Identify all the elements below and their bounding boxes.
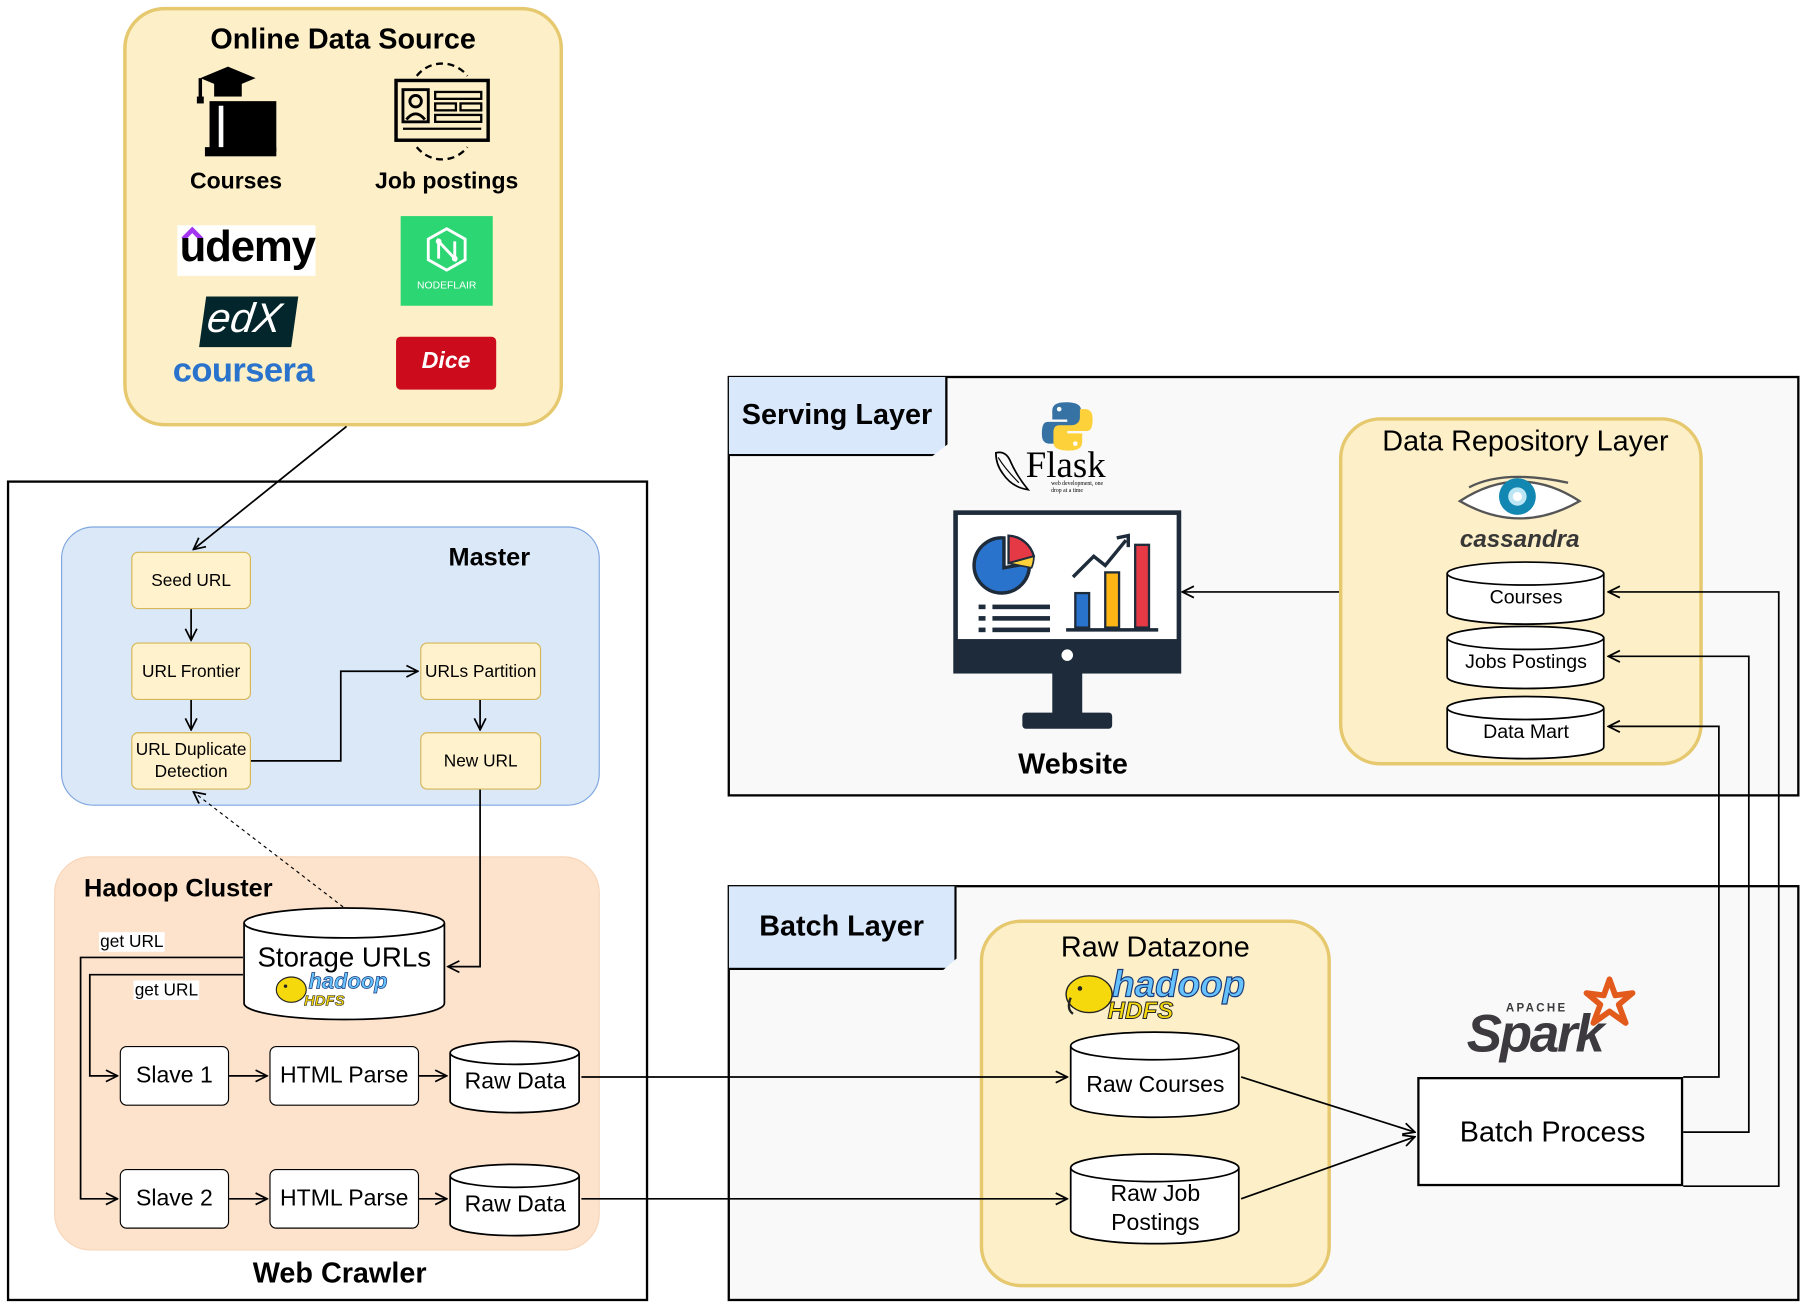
cassandra-wordmark: cassandra — [1459, 526, 1580, 553]
data-repository-title: Data Repository Layer — [1382, 425, 1669, 458]
edge-batch-to-courses — [1608, 592, 1780, 1188]
raw-data-2-label: Raw Data — [464, 1191, 566, 1218]
batch-layer-tab: Batch Layer — [728, 886, 957, 971]
url-frontier-node: URL Frontier — [131, 642, 251, 700]
job-postings-icon — [394, 62, 490, 161]
edge-rawcourses-to-batch — [1240, 1076, 1415, 1132]
edge-getfirst-to-slave1 — [88, 973, 243, 1076]
edge-batch-to-datamart — [1608, 726, 1720, 1078]
raw-data-1-label: Raw Data — [464, 1068, 566, 1095]
python-icon — [1041, 402, 1093, 451]
hadoop-hdfs-small-logo: hadoop HDFS — [274, 970, 401, 1011]
raw-data-2-cylinder — [449, 1163, 580, 1237]
website-dashboard-icon — [953, 510, 1182, 729]
website-label: Website — [1018, 748, 1128, 781]
edge-batch-to-jobs — [1608, 656, 1750, 1134]
raw-jobs-cylinder — [1069, 1153, 1240, 1245]
edge-getsecond-to-slave2 — [79, 956, 243, 1198]
hadoop-cluster-title: Hadoop Cluster — [84, 873, 273, 903]
raw-courses-cylinder — [1069, 1031, 1240, 1119]
edge-storage-to-duplicate — [193, 792, 344, 908]
edge-duplicate-to-partition — [250, 671, 418, 762]
slave-2-node: Slave 2 — [119, 1168, 230, 1229]
udemy-logo: udemy — [177, 223, 316, 276]
hadoop-hdfs-logo: hadoop HDFS — [1064, 963, 1260, 1030]
coursera-logo: coursera — [172, 351, 315, 390]
jobs-db-cylinder — [1446, 625, 1605, 690]
job-postings-label: Job postings — [375, 168, 519, 195]
seed-url-node: Seed URL — [131, 551, 251, 610]
get-url-label-1: get URL — [99, 932, 165, 952]
raw-courses-label: Raw Courses — [1086, 1072, 1225, 1098]
data-mart-db-label: Data Mart — [1483, 720, 1570, 743]
jobs-db-label: Jobs Postings — [1465, 650, 1587, 673]
html-parse-2-node: HTML Parse — [269, 1168, 420, 1229]
web-crawler-title: Web Crawler — [252, 1257, 427, 1290]
flask-horn-icon — [995, 451, 1031, 491]
raw-datazone-title: Raw Datazone — [1060, 931, 1250, 964]
courses-icon — [196, 66, 277, 157]
new-url-node: New URL — [420, 732, 542, 790]
courses-db-cylinder — [1446, 561, 1605, 625]
cassandra-eye-icon — [1457, 475, 1582, 520]
edge-source-to-seed — [193, 425, 348, 549]
spark-logo: APACHE Spark — [1464, 976, 1637, 1063]
master-title: Master — [448, 542, 531, 572]
storage-urls-label: Storage URLs — [257, 942, 432, 974]
html-parse-1-node: HTML Parse — [269, 1045, 420, 1106]
batch-process-node: Batch Process — [1417, 1076, 1684, 1187]
serving-layer-tab: Serving Layer — [728, 377, 948, 457]
courses-db-label: Courses — [1489, 586, 1563, 609]
data-mart-db-cylinder — [1446, 695, 1605, 760]
edge-rawjobs-to-batch — [1240, 1137, 1415, 1200]
url-duplicate-node: URL Duplicate Detection — [131, 732, 251, 790]
raw-data-1-cylinder — [449, 1040, 580, 1114]
nodeflair-logo: NODEFLAIR — [400, 216, 493, 306]
slave-1-node: Slave 1 — [119, 1045, 230, 1106]
online-data-source-title: Online Data Source — [210, 22, 476, 56]
urls-partition-node: URLs Partition — [420, 642, 542, 700]
get-url-label-2: get URL — [133, 980, 200, 1000]
edge-newurl-to-storage — [448, 789, 481, 967]
dice-logo: Dice — [396, 336, 497, 390]
raw-jobs-label: Raw Job Postings — [1110, 1181, 1201, 1236]
flask-wordmark: Flask — [1025, 443, 1106, 486]
courses-label: Courses — [189, 168, 283, 195]
flask-tagline: web development, one drop at a time — [1051, 481, 1104, 495]
